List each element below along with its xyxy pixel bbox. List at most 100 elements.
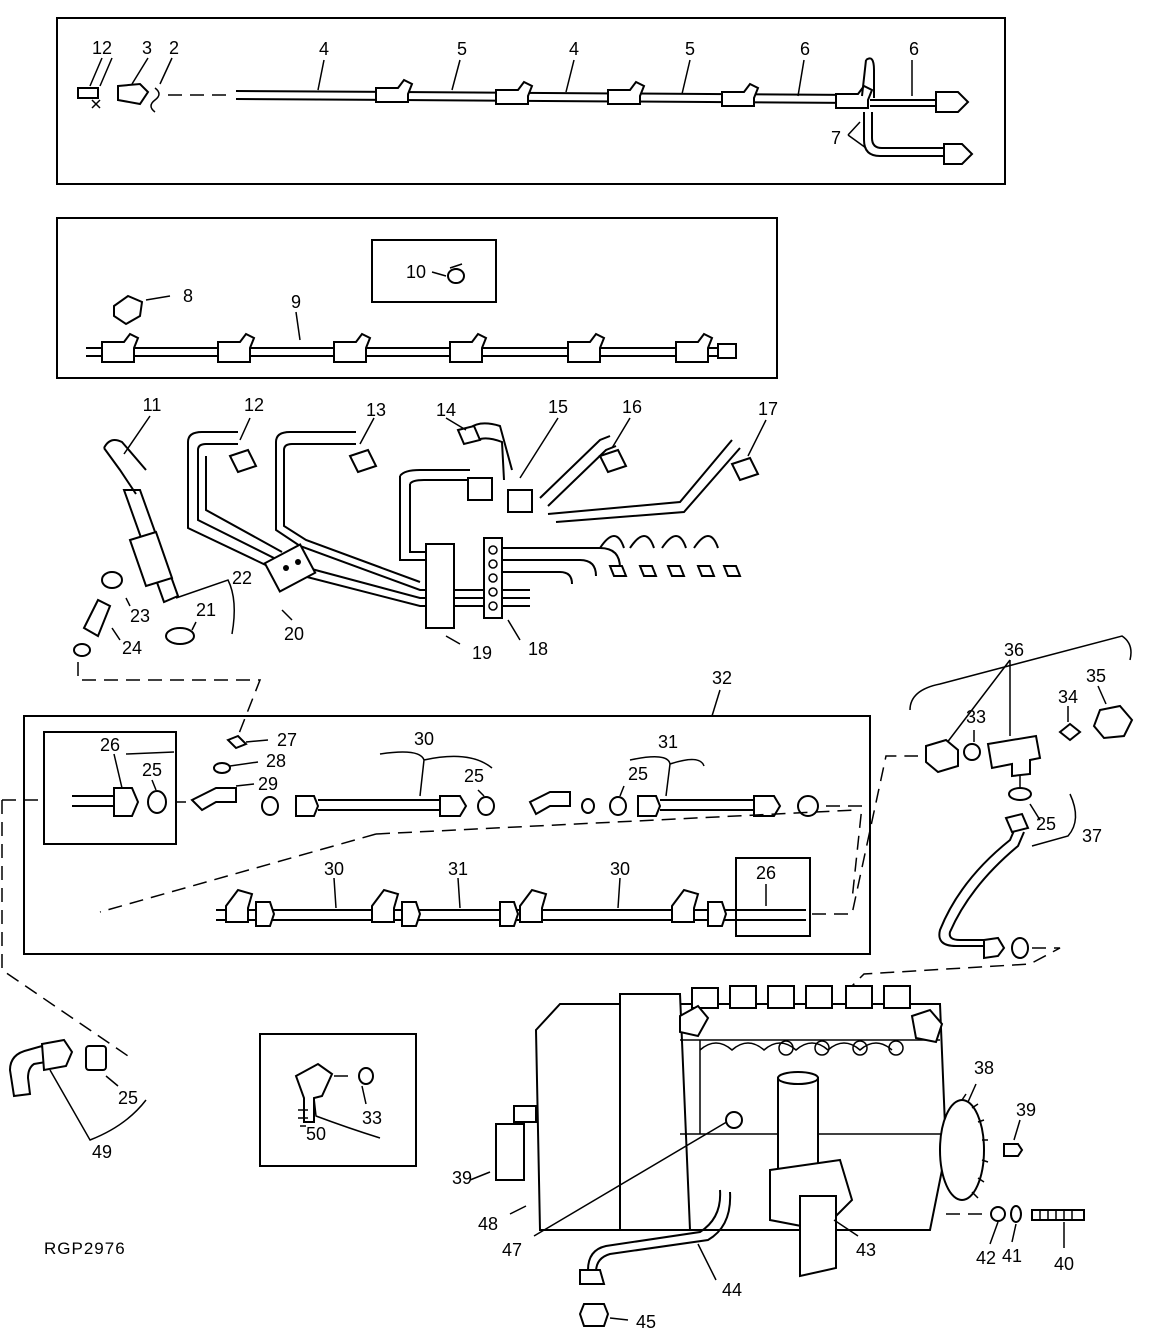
line-16: [539, 435, 617, 507]
drop-tube: [863, 112, 944, 157]
banjo-bolt: [77, 87, 99, 99]
callout-12a: 12: [92, 38, 112, 58]
seal-25c: [609, 796, 627, 816]
inset-box-50: [259, 1033, 417, 1167]
callout-43: 43: [856, 1240, 876, 1260]
callout-6b: 6: [909, 39, 919, 59]
tee-36: [986, 734, 1042, 778]
panel-alternate-leakoff: 10 8 9: [56, 217, 778, 379]
bracket-37: [1031, 793, 1077, 847]
return-loop: [861, 57, 875, 98]
fitting-27: [226, 734, 248, 750]
callout-49: 49: [92, 1142, 112, 1162]
callout-8: 8: [183, 286, 193, 306]
callout-23: 23: [130, 606, 150, 626]
callout-44: 44: [722, 1280, 742, 1300]
fitting-24: [82, 598, 112, 638]
panel-border-2: [56, 217, 778, 379]
leaders-panel-1: [89, 57, 913, 97]
callout-39: 39: [1016, 1100, 1036, 1120]
inset-box-26a: [43, 731, 177, 845]
callout-20: 20: [284, 624, 304, 644]
leader-8: [145, 295, 171, 301]
callout-32: 32: [712, 668, 732, 688]
callout-29: 29: [258, 774, 278, 794]
housing-wave: [699, 1042, 893, 1051]
callout-3a: 3: [142, 38, 152, 58]
seal-25b: [477, 796, 495, 816]
callout-27: 27: [277, 730, 297, 750]
callout-18: 18: [528, 639, 548, 659]
callout-31b: 31: [448, 859, 468, 879]
callout-40: 40: [1054, 1254, 1074, 1274]
callout-48: 39: [452, 1168, 472, 1188]
callout-41: 41: [1002, 1246, 1022, 1266]
callout-25a: 25: [142, 760, 162, 780]
tee-middle: [528, 791, 571, 816]
leader-9: [295, 311, 301, 341]
leader-7: [847, 121, 867, 149]
fuel-line-44: [587, 1189, 732, 1273]
bolt-39: [1003, 1143, 1024, 1157]
connector-24-27: [77, 662, 262, 737]
washer: [91, 99, 101, 109]
nut-26a: [113, 787, 140, 817]
callout-36: 36: [1004, 640, 1024, 660]
panel-border-3: [23, 715, 871, 955]
callout-25c: 25: [628, 764, 648, 784]
callout-4a: 4: [319, 39, 329, 59]
nut-16: [598, 448, 628, 474]
seal-25a: [147, 790, 167, 814]
callout-25b: 25: [464, 766, 484, 786]
callout-15: 15: [548, 397, 568, 417]
washer-28: [213, 762, 231, 774]
nut-36: [925, 738, 959, 774]
elbow-49: [8, 1044, 48, 1098]
callout-14: 14: [436, 400, 456, 420]
callout-19: 19: [472, 643, 492, 663]
clip: [447, 268, 465, 284]
callout-30c: 30: [610, 859, 630, 879]
priming-pump: [777, 1077, 819, 1171]
seal-23: [101, 571, 123, 589]
callout-5b: 5: [685, 39, 695, 59]
nozzle-body: [128, 530, 174, 588]
callout-26b: 26: [756, 863, 776, 883]
nut-17: [730, 456, 760, 482]
callout-45: 45: [636, 1312, 656, 1332]
callout-5a: 5: [457, 39, 467, 59]
banjo-fitting: [117, 82, 150, 106]
panel-fuel-supply: 32 26 25 27 28 29 30 25: [2, 668, 918, 955]
leader-10: [431, 271, 447, 277]
callout-16: 16: [622, 397, 642, 417]
clamp-15a: [467, 477, 493, 501]
fitting-35: [1092, 704, 1134, 740]
inset-box-10: [371, 239, 497, 303]
elbow-50: [294, 1062, 334, 1123]
figure-code: RGP2976: [44, 1239, 126, 1258]
callout-12b: 12: [244, 395, 264, 415]
injection-pump: 43 39 48 47 38 39 38 42 41 40 44: [452, 985, 1085, 1332]
bracket-36: [909, 635, 1132, 711]
washer-2: [150, 87, 160, 113]
leakoff-tube: [235, 90, 861, 104]
seal-33: [963, 743, 981, 761]
callout-30a: 30: [414, 729, 434, 749]
assembled-pipe: [216, 909, 744, 921]
callout-13: 13: [366, 400, 386, 420]
callout-33b: 33: [362, 1108, 382, 1128]
pipe-30a: [318, 799, 440, 811]
leaders-lines-top: [123, 415, 767, 479]
callout-34: 34: [1058, 687, 1078, 707]
clamp-19: [425, 543, 455, 629]
callout-17: 17: [758, 399, 778, 419]
clamp-18-holes: [488, 545, 498, 611]
tee-fittings-9: [101, 332, 714, 363]
tee-fittings: [375, 78, 874, 109]
seal-25e: [85, 1045, 107, 1071]
leader-32: [711, 689, 721, 717]
line-end-nuts: [608, 565, 742, 577]
fitting-34: [1058, 722, 1082, 742]
seal-25d: [1008, 787, 1032, 801]
